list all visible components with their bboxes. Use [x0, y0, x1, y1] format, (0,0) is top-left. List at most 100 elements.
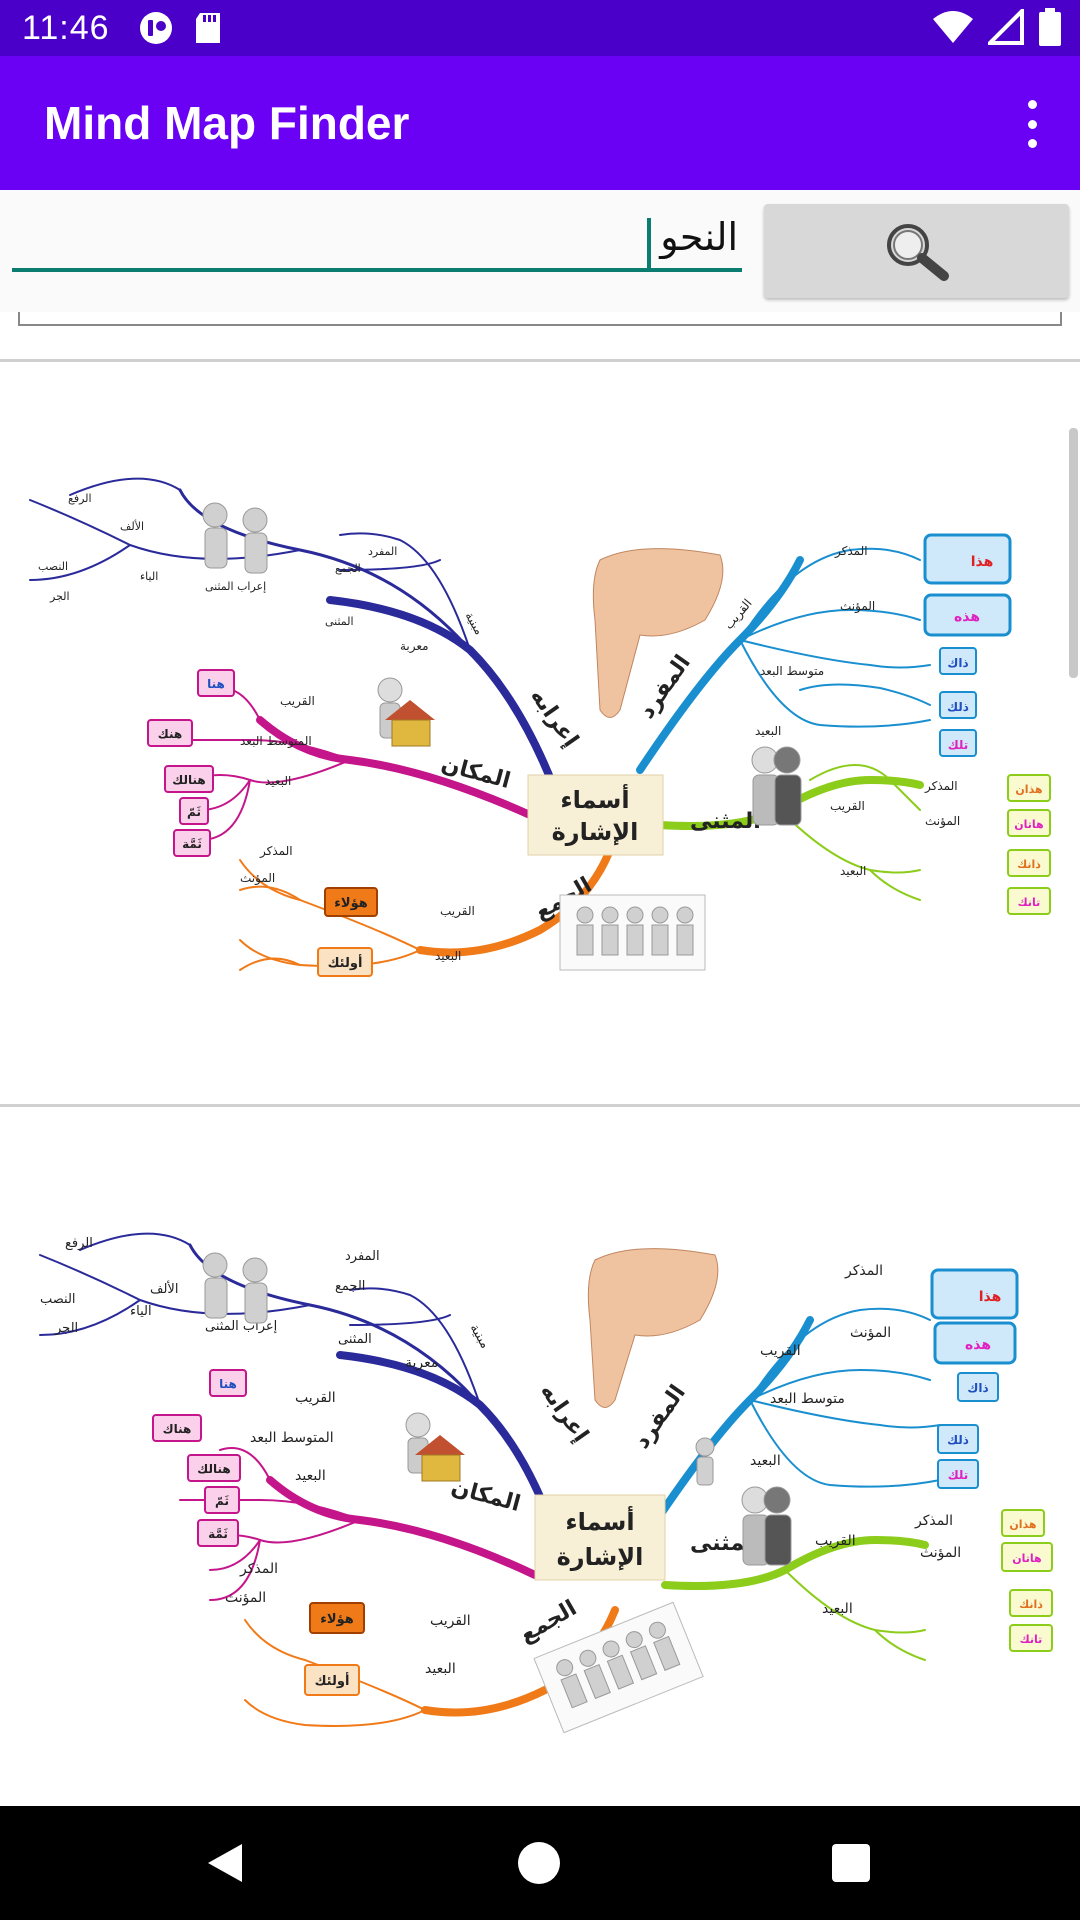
jam-baid-label: البعيد	[425, 1661, 456, 1677]
makan-item-huna: هنا	[219, 1377, 237, 1391]
muthanna-item-dhanika: ذانك	[1017, 858, 1041, 871]
muthanna-muannath-label: المؤنث	[925, 814, 960, 829]
muthanna-item-dhanika: ذانك	[1019, 1598, 1043, 1611]
muthanna-mudhakkar-label: المذكر	[924, 779, 958, 794]
irab-mabniyya-label: مبنية	[467, 1322, 493, 1352]
irab-irab-muthanna-label: إعراب المثنى	[205, 580, 266, 593]
irab-nasb-label: النصب	[38, 560, 68, 573]
jam-mudhakkar-label: المذكر	[259, 844, 293, 859]
makan-item-hunaka: هنك	[158, 727, 182, 741]
branch-makan: المكان	[438, 752, 512, 794]
irab-nasb-label: النصب	[40, 1292, 76, 1307]
status-bar: 11:46	[0, 0, 1080, 56]
battery-icon	[1039, 8, 1061, 46]
jam-qarib-label: القريب	[440, 904, 475, 919]
muthanna-item-hatan: هاتان	[1014, 818, 1043, 831]
makan-qarib-label: القريب	[280, 694, 315, 709]
center-title-line2: الإشارة	[557, 1543, 644, 1571]
home-icon[interactable]	[514, 1838, 564, 1888]
more-vert-icon[interactable]	[1012, 100, 1052, 148]
previous-result-card-edge	[18, 312, 1062, 326]
people-figures-illustration	[202, 1252, 792, 1734]
irab-mufrad-label: المفرد	[368, 545, 397, 558]
muthanna-item-hatan: هاتان	[1012, 1552, 1041, 1565]
makan-item-huna: هنا	[207, 677, 225, 691]
branch-muthanna: المثنى	[690, 809, 761, 834]
muthanna-baid-label: البعيد	[840, 864, 866, 878]
makan-item-hunaka: هناك	[163, 1422, 192, 1436]
jam-mudhakkar-label: المذكر	[239, 1561, 278, 1577]
mufrad-muannath-label: المؤنث	[850, 1325, 891, 1341]
mindmap-image: أسماء الإشارة المفرد المثنى الجمع المكان…	[39, 1232, 1053, 1734]
text-caret	[647, 218, 651, 268]
irab-raf-label: الرفع	[68, 492, 92, 505]
search-button[interactable]	[764, 204, 1069, 298]
mufrad-item-dhalik: ذلك	[947, 700, 969, 714]
app-title: Mind Map Finder	[44, 97, 410, 149]
irab-mufrad-label: المفرد	[345, 1249, 380, 1264]
pointing-hand-illustration	[592, 548, 724, 718]
mufrad-item-hadha: هذا	[979, 1289, 1002, 1305]
notification-icon	[139, 12, 172, 44]
irab-jam-label: الجمع	[335, 1279, 365, 1294]
cell-signal-icon	[988, 9, 1024, 45]
sd-card-icon	[195, 13, 220, 43]
makan-item-hunalika: هنالك	[172, 773, 205, 787]
recents-icon[interactable]	[826, 1838, 876, 1888]
mufrad-item-tilka: تلك	[948, 1468, 969, 1482]
house-illustration	[377, 677, 435, 747]
divider	[0, 359, 1080, 362]
irab-ya-label: الياء	[140, 570, 158, 583]
divider	[0, 1104, 1080, 1107]
makan-baid-label: البعيد	[265, 774, 291, 788]
branch-jam: الجمع	[516, 1596, 582, 1648]
irab-jam-label: الجمع	[335, 562, 361, 575]
irab-muthanna-label: المثنى	[338, 1332, 372, 1347]
irab-jarr-label: الجر	[49, 590, 70, 603]
irab-muthanna-label: المثنى	[325, 615, 354, 628]
irab-raf-label: الرفع	[65, 1236, 93, 1251]
irab-alif-label: الألف	[120, 519, 144, 533]
wifi-icon	[933, 11, 973, 43]
mufrad-baid-label: البعيد	[755, 724, 781, 738]
navigation-bar	[0, 1806, 1080, 1920]
mufrad-item-hadhihi: هذه	[965, 1337, 991, 1353]
muthanna-item-tanika: تانك	[1020, 1633, 1043, 1646]
makan-item-thamma: ثَمّ	[187, 805, 201, 819]
back-icon[interactable]	[200, 1838, 250, 1888]
people-figures-illustration	[202, 502, 802, 971]
mufrad-mudhakkar-label: المذكر	[844, 1263, 883, 1279]
mufrad-item-hadha: هذا	[971, 554, 994, 570]
search-row	[0, 190, 1080, 312]
mindmap-result-card[interactable]: أسماء الإشارة المفرد المثنى الجمع المكان…	[0, 1175, 1080, 1735]
muthanna-muannath-label: المؤنث	[920, 1545, 961, 1561]
mufrad-mutawassit-label: متوسط البعد	[770, 1391, 845, 1407]
center-title-line1: أسماء	[560, 784, 629, 814]
status-time: 11:46	[22, 8, 110, 47]
irab-muraba-label: معربة	[400, 639, 429, 654]
mufrad-item-dhak: ذاك	[967, 1381, 988, 1395]
mufrad-item-dhak: ذاك	[947, 656, 968, 670]
irab-mabniyya-label: مبنية	[462, 610, 486, 638]
search-input[interactable]	[12, 206, 742, 272]
muthanna-item-tanika: تانك	[1018, 896, 1041, 909]
mindmap-result-card[interactable]: أسماء الإشارة المفرد المثنى الجمع المكان…	[0, 420, 1080, 1020]
mufrad-baid-label: البعيد	[750, 1453, 781, 1469]
makan-mutawassit-label: المتوسط البعد	[240, 734, 312, 749]
scrollbar[interactable]	[1069, 428, 1078, 678]
makan-item-thammata: ثَمَّة	[208, 1527, 228, 1541]
makan-baid-label: البعيد	[295, 1468, 326, 1484]
center-title-line2: الإشارة	[552, 818, 639, 846]
jam-item-ulaika: أولئك	[315, 1672, 350, 1689]
irab-muraba-label: معربة	[405, 1355, 438, 1371]
pointing-hand-illustration	[587, 1248, 719, 1408]
makan-item-thammata: ثَمَّة	[182, 837, 202, 851]
center-title-line1: أسماء	[565, 1506, 634, 1536]
house-illustration	[405, 1412, 465, 1482]
jam-item-haulai: هؤلاء	[320, 1612, 354, 1627]
makan-item-hunalika: هنالك	[197, 1462, 230, 1476]
search-icon	[886, 224, 949, 281]
mindmap-image: أسماء الإشارة المفرد المثنى الجمع المكان…	[29, 477, 1051, 977]
makan-item-thamma: ثَمّ	[215, 1494, 229, 1508]
irab-irab-muthanna-label: إعراب المثنى	[205, 1319, 277, 1334]
